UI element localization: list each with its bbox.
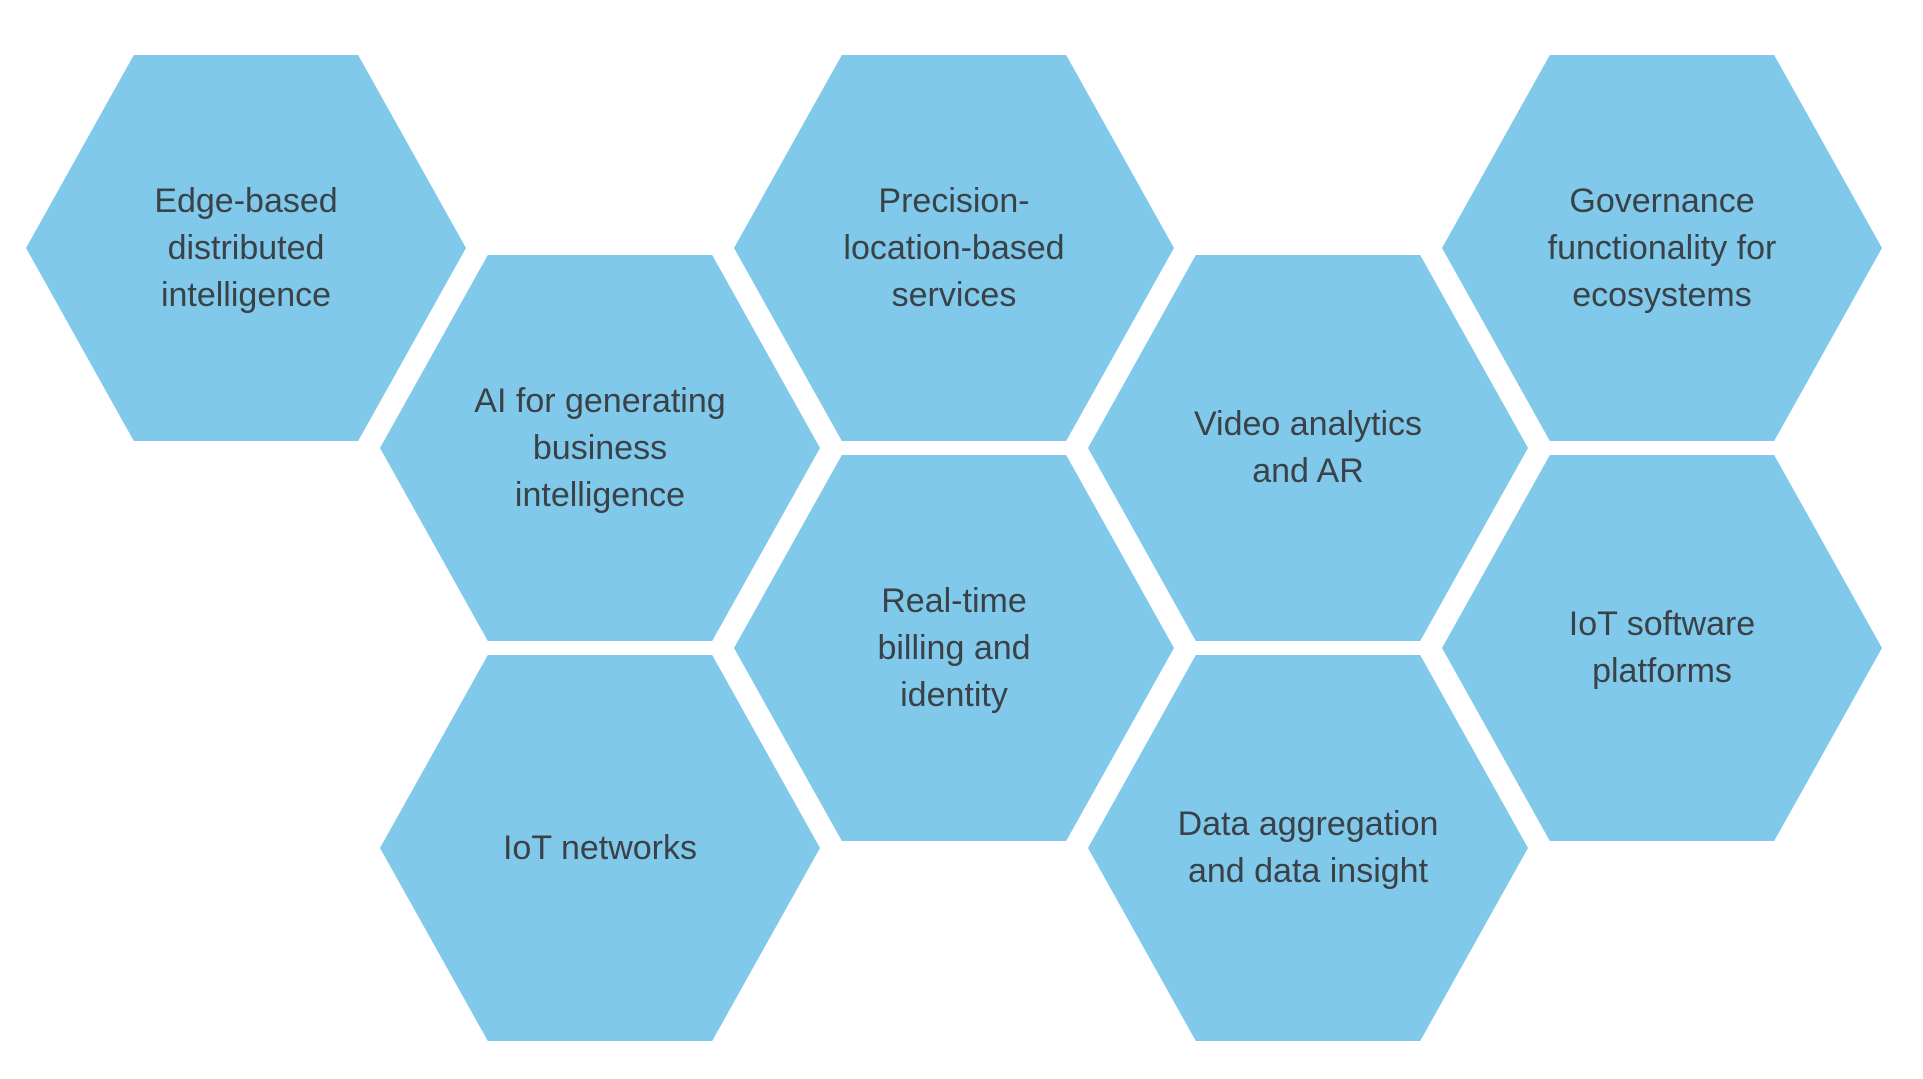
hexagon-real-time-billing-and-identity: Real-time billing and identity <box>734 455 1174 841</box>
hexagon-label: Data aggregation and data insight <box>1177 805 1439 890</box>
hexagon-label: Precision- location-based services <box>843 181 1065 314</box>
hexagon-label: Governance functionality for ecosystems <box>1547 181 1777 314</box>
hexagon-label: IoT software platforms <box>1568 605 1756 690</box>
hexagon-video-analytics-and-ar: Video analytics and AR <box>1088 255 1528 641</box>
hexagon-label: Real-time billing and identity <box>877 581 1031 714</box>
hexagon-governance-functionality-for-ecosystems: Governance functionality for ecosystems <box>1442 55 1882 441</box>
hexagon-label: Edge-based distributed intelligence <box>154 181 338 314</box>
hexagon-iot-networks: IoT networks <box>380 655 820 1041</box>
hexagon-label: IoT networks <box>502 828 697 867</box>
hexagon-label: AI for generating business intelligence <box>474 381 726 514</box>
hexagon-label: Video analytics and AR <box>1193 405 1423 490</box>
hexagon-data-aggregation-and-data-insight: Data aggregation and data insight <box>1088 655 1528 1041</box>
hexagon-iot-software-platforms: IoT software platforms <box>1442 455 1882 841</box>
hexagon-edge-based-distributed-intelligence: Edge-based distributed intelligence <box>26 55 466 441</box>
hexagon-precision-location-based-services: Precision- location-based services <box>734 55 1174 441</box>
hexagon-ai-for-generating-business-intelligence: AI for generating business intelligence <box>380 255 820 641</box>
